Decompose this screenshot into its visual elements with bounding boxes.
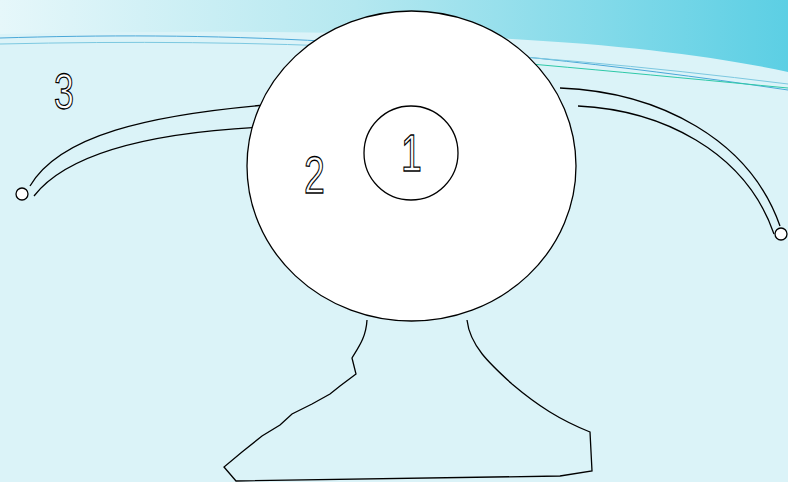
stand-base — [224, 320, 592, 481]
node-shape — [364, 106, 458, 200]
callout-number: 1 — [401, 127, 422, 179]
arm-end — [16, 188, 28, 200]
main-circle: 21 — [246, 10, 577, 322]
callout-number: 2 — [304, 149, 325, 201]
arm-line — [560, 88, 780, 226]
arm-line — [30, 105, 265, 186]
arm-end — [775, 228, 787, 240]
arm-line — [578, 106, 774, 234]
arm-line — [34, 127, 265, 196]
inner-circle: 1 — [363, 105, 459, 201]
callout-number: 3 — [54, 67, 74, 117]
node-shape — [247, 11, 576, 321]
